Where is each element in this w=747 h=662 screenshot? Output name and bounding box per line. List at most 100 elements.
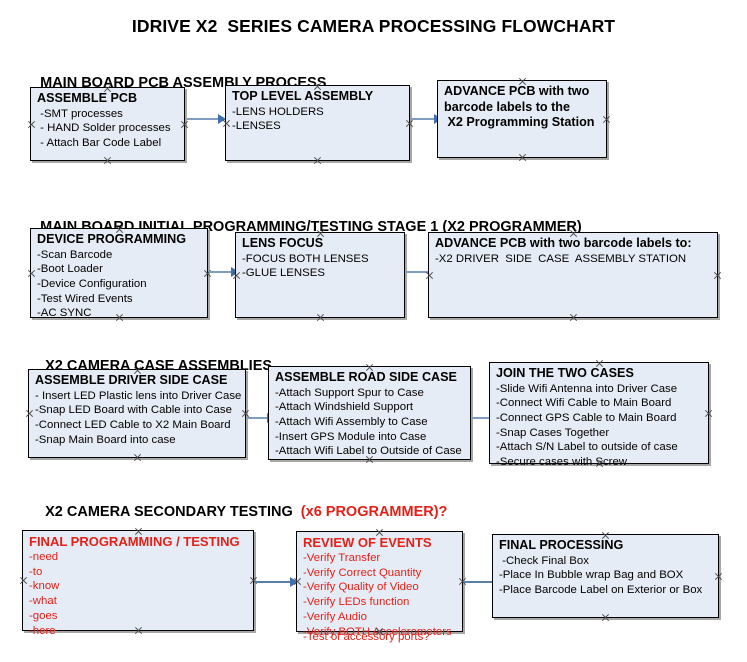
node-line: -Verify BOTH Accelerometers (303, 625, 452, 638)
connector-shaft (464, 581, 497, 583)
section-heading-4-accent: (x6 PROGRAMMER)? (300, 504, 448, 520)
connector-shaft (209, 271, 234, 273)
node-line: - Attach Bar Code Label (37, 137, 162, 149)
connector-shaft (411, 118, 437, 120)
node-line: -here (29, 624, 56, 637)
resize-handle-right[interactable] (713, 271, 722, 280)
node-line: -Connect GPS Cable to Main Board (496, 412, 677, 424)
node-line: - HAND Solder processes (37, 122, 171, 135)
node-title: ASSEMBLE PCB (37, 91, 138, 105)
node-line: -Attach Wifi Assembly to Case (275, 416, 428, 428)
node-line: -Secure cases with Screw (496, 456, 628, 469)
node-line: -Snap Cases Together (496, 426, 610, 439)
node-line: -Snap Main Board into case (35, 433, 176, 446)
node-title: ADVANCE PCB with two barcode labels to: (435, 236, 692, 250)
node-line: -Connect Wifi Cable to Main Board (496, 397, 672, 410)
node-line: -Place In Bubble wrap Bag and BOX (499, 569, 684, 582)
node-line: -LENSES (232, 120, 281, 133)
page-title: IDRIVE X2 SERIES CAMERA PROCESSING FLOWC… (131, 16, 616, 36)
resize-handle-bottom[interactable] (133, 453, 142, 462)
node-line: -need (29, 551, 59, 564)
resize-handle-right[interactable] (602, 115, 611, 124)
node-title: TOP LEVEL ASSEMBLY (232, 89, 374, 103)
node-title: ASSEMBLE ROAD SIDE CASE (275, 370, 457, 384)
node-assemble-pcb[interactable]: ASSEMBLE PCB -SMT processes - HAND Solde… (30, 87, 185, 161)
resize-handle-left[interactable] (27, 120, 36, 129)
resize-handle-bottom[interactable] (601, 613, 610, 622)
node-line: -Attach S/N Label to outside of case (496, 441, 678, 454)
node-line: -GLUE LENSES (242, 267, 325, 280)
node-line: -Attach Windshield Support (275, 401, 414, 414)
node-line: -Attach Wifi Label to Outside of Case (275, 445, 462, 458)
resize-handle-bottom[interactable] (313, 156, 322, 165)
node-line: -Place Barcode Label on Exterior or Box (499, 584, 703, 596)
node-title: LENS FOCUS (242, 236, 324, 250)
connector-shaft (187, 118, 221, 120)
node-title: FINAL PROCESSING (499, 538, 624, 552)
node-line: -Scan Barcode (37, 248, 113, 261)
arrowhead-icon (218, 114, 226, 124)
node-device-programming[interactable]: DEVICE PROGRAMMING -Scan Barcode -Boot L… (27, 228, 208, 320)
node-line: -Boot Loader (37, 263, 103, 276)
node-line: -Slide Wifi Antenna into Driver Case (496, 382, 678, 395)
node-line: -SMT processes (37, 107, 123, 120)
node-lens-focus[interactable]: LENS FOCUS -FOCUS BOTH LENSES -GLUE LENS… (235, 232, 405, 318)
node-line: -Check Final Box (499, 554, 589, 567)
node-assemble-road-side-case[interactable]: ASSEMBLE ROAD SIDE CASE -Attach Support … (268, 366, 471, 460)
node-line: -goes (29, 609, 58, 622)
node-line: -LENS HOLDERS (232, 105, 324, 118)
node-assemble-driver-side-case[interactable]: ASSEMBLE DRIVER SIDE CASE - Insert LED P… (28, 369, 246, 458)
node-line: -what (29, 595, 57, 608)
node-line: -Device Configuration (37, 278, 147, 290)
node-line: -Verify LEDs function (303, 596, 410, 609)
section-heading-4-text: X2 CAMERA SECONDARY TESTING (45, 504, 301, 520)
node-review-of-events[interactable]: REVIEW OF EVENTS -Verify Transfer -Verif… (296, 531, 463, 643)
resize-handle-bottom[interactable] (518, 153, 527, 162)
node-title: JOIN THE TWO CASES (496, 366, 634, 380)
node-line: -Connect LED Cable to X2 Main Board (35, 419, 231, 431)
section-heading-4: X2 CAMERA SECONDARY TESTING (x6 PROGRAMM… (29, 488, 447, 536)
resize-handle-left[interactable] (19, 576, 28, 585)
node-title: FINAL PROGRAMMING / TESTING (29, 534, 240, 549)
node-title: DEVICE PROGRAMMING (37, 232, 187, 246)
node-title: ADVANCE PCB with two (444, 84, 590, 98)
resize-handle-left[interactable] (25, 409, 34, 418)
node-line: -to (29, 565, 43, 578)
node-line: -Test Wired Events (37, 292, 133, 305)
node-advance-pcb-driver-side[interactable]: ADVANCE PCB with two barcode labels to: … (428, 232, 718, 318)
resize-handle-bottom[interactable] (103, 156, 112, 165)
node-line: -know (29, 580, 60, 593)
resize-handle-bottom[interactable] (316, 313, 325, 322)
node-line: barcode labels to the (444, 99, 570, 114)
node-line: -Verify Audio (303, 610, 367, 623)
resize-handle-left[interactable] (27, 269, 36, 278)
node-final-programming-testing[interactable]: FINAL PROGRAMMING / TESTING -need -to -k… (19, 530, 254, 637)
connector-assemble-pcb-to-top-level (187, 114, 227, 124)
connector-final-programming-to-review (255, 577, 300, 587)
node-line: -AC SYNC (37, 307, 92, 320)
connector-shaft (406, 271, 431, 273)
connector-shaft (247, 417, 270, 419)
node-line: X2 Programming Station (444, 115, 595, 130)
connector-shaft (472, 417, 493, 419)
node-line: -Attach Support Spur to Case (275, 386, 424, 399)
node-line: -Insert GPS Module into Case (275, 430, 427, 443)
node-line: -FOCUS BOTH LENSES (242, 252, 369, 265)
node-line: -X2 DRIVER SIDE CASE ASSEMBLY STATION (435, 252, 687, 265)
node-top-level-assembly[interactable]: TOP LEVEL ASSEMBLY -LENS HOLDERS -LENSES (225, 85, 410, 161)
node-join-the-two-cases[interactable]: JOIN THE TWO CASES -Slide Wifi Antenna i… (489, 362, 709, 468)
node-line: -Verify Quality of Video (303, 581, 419, 594)
node-line: -Verify Correct Quantity (303, 566, 422, 579)
connector-shaft (255, 581, 293, 583)
node-advance-pcb-x2-programming[interactable]: ADVANCE PCB with two barcode labels to t… (437, 80, 607, 158)
node-title: ASSEMBLE DRIVER SIDE CASE (35, 373, 228, 387)
node-title: REVIEW OF EVENTS (303, 535, 432, 550)
resize-handle-right[interactable] (714, 572, 723, 581)
resize-handle-right[interactable] (704, 409, 713, 418)
node-line: -Snap LED Board with Cable into Case (35, 404, 232, 417)
node-line: -Verify Transfer (303, 552, 381, 565)
node-overflow-line: -Test of accessory ports? (303, 631, 430, 643)
node-final-processing[interactable]: FINAL PROCESSING -Check Final Box -Place… (492, 534, 719, 618)
resize-handle-bottom[interactable] (569, 313, 578, 322)
